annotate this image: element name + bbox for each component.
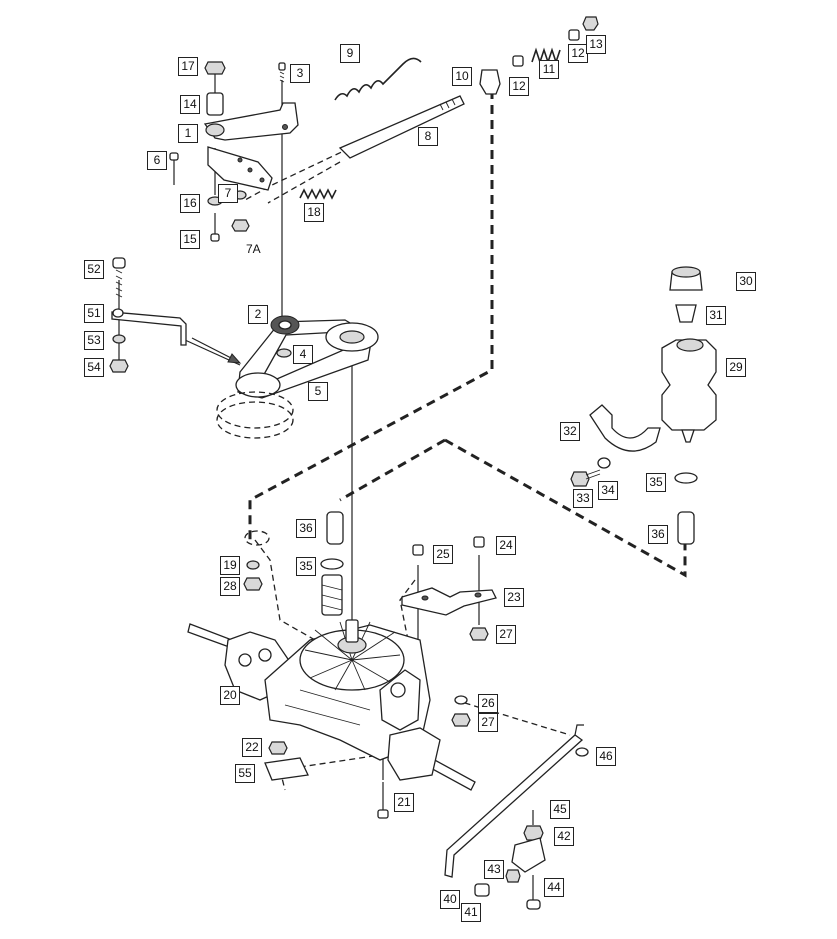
- bypass-rod-assembly: [109, 257, 187, 373]
- callout-4: 4: [293, 345, 313, 364]
- callout-53: 53: [84, 331, 104, 350]
- belt-pulley-assembly: [191, 315, 379, 439]
- callout-17: 17: [178, 57, 198, 76]
- cooling-fan: [299, 619, 405, 691]
- dashed-connection-lines: [118, 72, 687, 791]
- callout-33: 33: [573, 489, 593, 508]
- callout-18: 18: [304, 203, 324, 222]
- callout-45: 45: [550, 800, 570, 819]
- callout-12b: 12: [568, 44, 588, 63]
- callout-8: 8: [418, 127, 438, 146]
- callout-9: 9: [340, 44, 360, 63]
- callout-6: 6: [147, 151, 167, 170]
- callout-26: 26: [478, 694, 498, 713]
- callout-30: 30: [736, 272, 756, 291]
- callout-7: 7: [218, 184, 238, 203]
- callout-52: 52: [84, 260, 104, 279]
- callout-40: 40: [440, 890, 460, 909]
- callout-35b: 35: [646, 473, 666, 492]
- callout-23: 23: [504, 588, 524, 607]
- callout-29: 29: [726, 358, 746, 377]
- callout-5: 5: [308, 382, 328, 401]
- callout-42: 42: [554, 827, 574, 846]
- callout-20: 20: [220, 686, 240, 705]
- callout-36b: 36: [648, 525, 668, 544]
- callout-36a: 36: [296, 519, 316, 538]
- callout-51: 51: [84, 304, 104, 323]
- callout-55: 55: [235, 764, 255, 783]
- callout-1: 1: [178, 124, 198, 143]
- callout-28: 28: [220, 577, 240, 596]
- callout-34: 34: [598, 481, 618, 500]
- callout-44: 44: [544, 878, 564, 897]
- callout-13: 13: [586, 35, 606, 54]
- callout-24: 24: [496, 536, 516, 555]
- control-lever-assembly: [169, 16, 599, 242]
- callout-22: 22: [242, 738, 262, 757]
- callout-7a: 7A: [246, 242, 261, 256]
- callout-46: 46: [596, 747, 616, 766]
- callout-15: 15: [180, 230, 200, 249]
- callout-21: 21: [394, 793, 414, 812]
- callout-35a: 35: [296, 557, 316, 576]
- callout-10: 10: [452, 67, 472, 86]
- transaxle-assembly: [187, 511, 476, 791]
- callout-14: 14: [180, 95, 200, 114]
- callout-27b: 27: [478, 713, 498, 732]
- lower-plate-assembly: [264, 741, 389, 819]
- callout-43: 43: [484, 860, 504, 879]
- callout-11: 11: [539, 60, 559, 79]
- callout-25: 25: [433, 545, 453, 564]
- bypass-linkage-assembly: [444, 724, 589, 910]
- callout-31: 31: [706, 306, 726, 325]
- callout-54: 54: [84, 358, 104, 377]
- callout-3: 3: [290, 64, 310, 83]
- callout-41: 41: [461, 903, 481, 922]
- reservoir-assembly: [570, 266, 717, 545]
- callout-2: 2: [248, 305, 268, 324]
- callout-19: 19: [220, 556, 240, 575]
- mount-bracket-assembly: [401, 536, 497, 727]
- callout-16: 16: [180, 194, 200, 213]
- callout-12a: 12: [509, 77, 529, 96]
- callout-32: 32: [560, 422, 580, 441]
- callout-27a: 27: [496, 625, 516, 644]
